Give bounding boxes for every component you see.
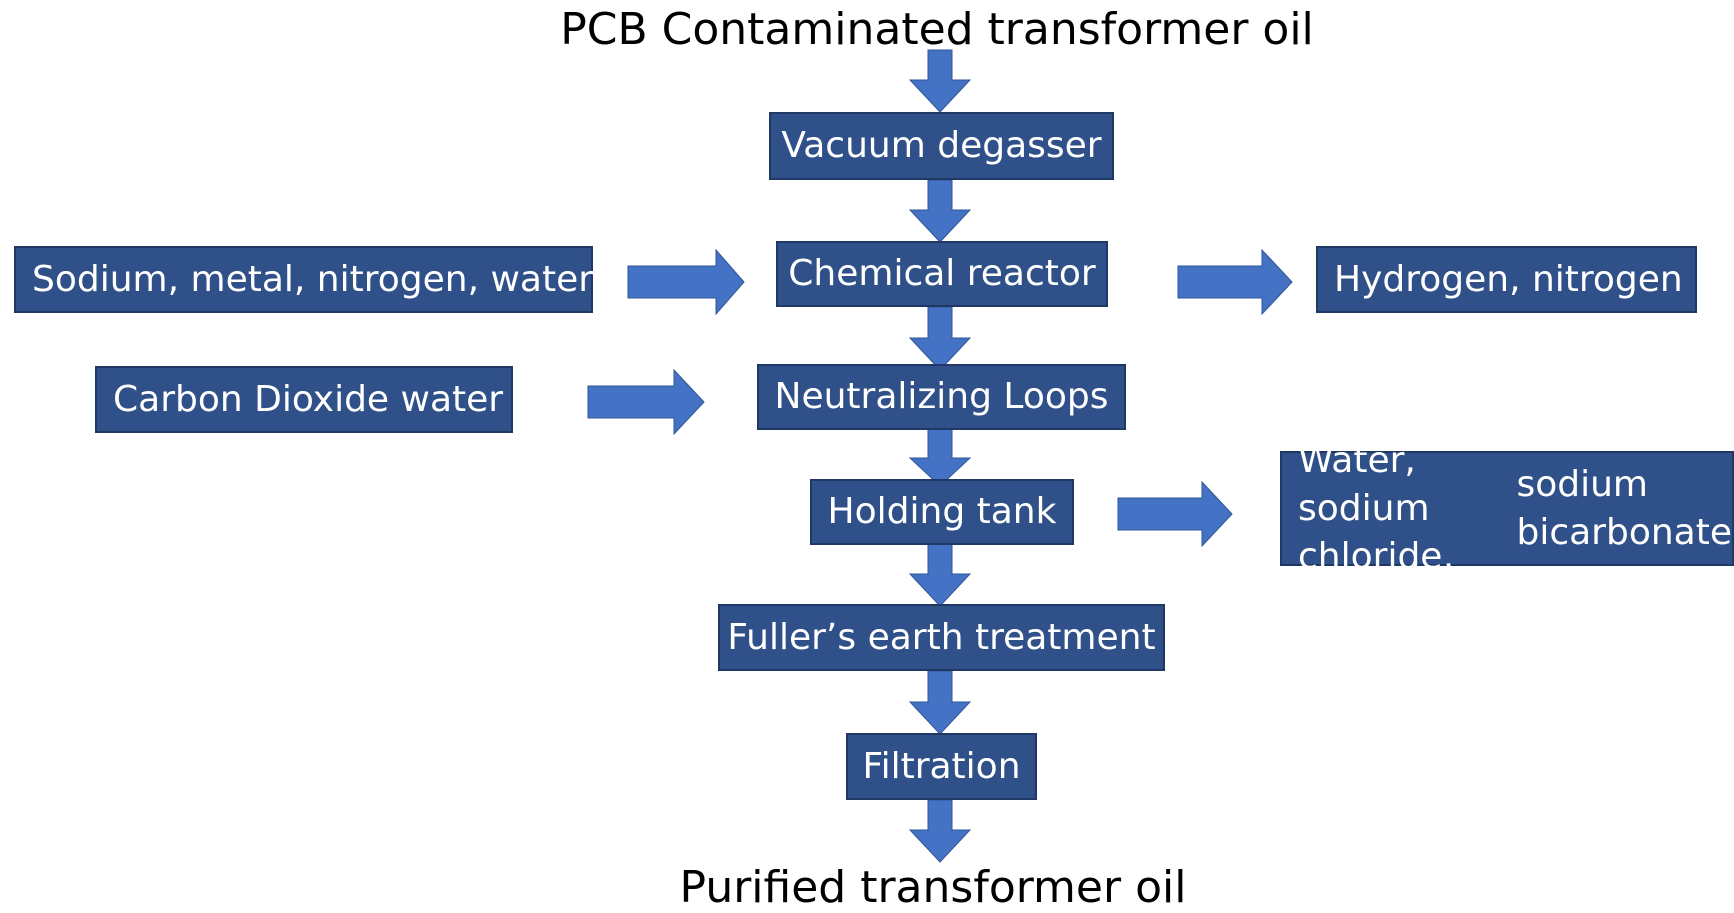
arrow-holding-to-fullers — [908, 543, 972, 607]
arrow-holding-to-water — [1117, 480, 1233, 548]
arrow-filtration-to-output — [908, 799, 972, 863]
output-label: Purified transformer oil — [679, 862, 1187, 913]
output-water-line-1: Water, sodium chloride, — [1298, 439, 1454, 577]
arrow-reactor-to-hydrogen — [1177, 248, 1293, 316]
output-water-line-2: sodium bicarbonate — [1516, 463, 1732, 553]
arrow-input-to-vacuum — [908, 49, 972, 113]
arrow-co2-to-neutralizing — [587, 368, 705, 436]
input-label: PCB Contaminated transformer oil — [560, 4, 1314, 55]
input-sodium-metal-nitrogen-water: Sodium, metal, nitrogen, water — [14, 246, 593, 313]
input-carbon-dioxide-water: Carbon Dioxide water — [95, 366, 513, 433]
step-vacuum-degasser: Vacuum degasser — [769, 112, 1114, 180]
output-hydrogen-nitrogen: Hydrogen, nitrogen — [1316, 246, 1697, 313]
step-chemical-reactor: Chemical reactor — [776, 241, 1108, 307]
output-water-sodium-chloride-bicarbonate: Water, sodium chloride, sodium bicarbona… — [1280, 440, 1734, 577]
step-holding-tank: Holding tank — [810, 479, 1074, 545]
arrow-neutralizing-to-holding — [908, 428, 972, 487]
arrow-sodium-to-reactor — [627, 248, 745, 316]
arrow-fullers-to-filtration — [908, 670, 972, 735]
arrow-vacuum-to-reactor — [908, 179, 972, 243]
arrow-reactor-to-neutralizing — [908, 306, 972, 371]
step-filtration: Filtration — [846, 733, 1037, 800]
step-fullers-earth-treatment: Fuller’s earth treatment — [718, 604, 1165, 671]
step-neutralizing-loops: Neutralizing Loops — [757, 364, 1126, 430]
